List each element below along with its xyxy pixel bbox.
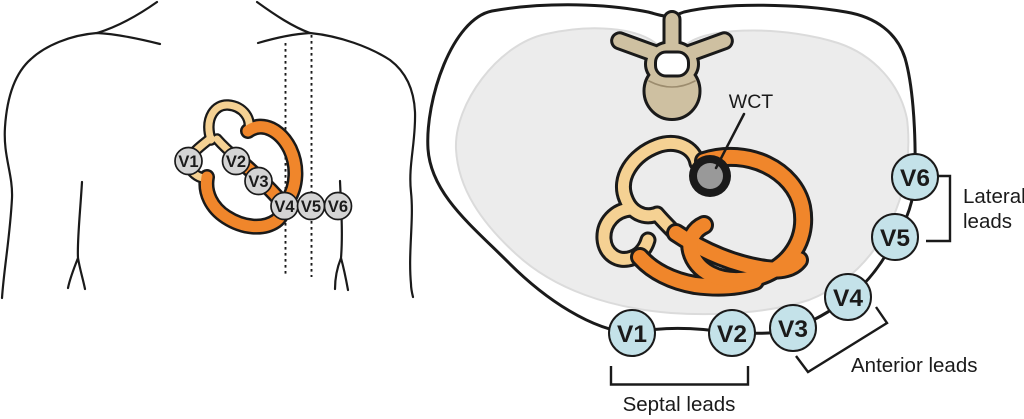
torso-view: V1 V2 V3 V4 V5 V6 — [0, 0, 417, 300]
torso-lead-v5-label: V5 — [301, 198, 321, 216]
cs-lead-v3: V3 — [769, 304, 817, 352]
septal-bracket — [609, 366, 750, 386]
torso-lead-v1: V1 — [174, 146, 203, 176]
cs-lead-v5-label: V5 — [880, 225, 910, 252]
vertebra-endplate-line — [648, 80, 696, 88]
cs-lead-v6: V6 — [891, 153, 939, 201]
torso-lead-v3-circle — [244, 166, 273, 196]
lead-group-annotations: Septal leads Anterior leads Lateral lead… — [609, 174, 1024, 416]
torso-neck-right-line — [255, 0, 312, 35]
heart-orange-big-loop — [683, 149, 811, 288]
septal-leads-label: Septal leads — [623, 393, 736, 416]
torso-lead-v4: V4 — [270, 191, 299, 221]
torso-lead-v4-label: V4 — [274, 198, 295, 216]
cs-lead-v6-label: V6 — [900, 165, 930, 192]
cs-lead-v5-circle — [871, 213, 919, 261]
anterior-bracket — [795, 306, 889, 374]
anterior-leads-label: Anterior leads — [851, 354, 977, 377]
lateral-bracket — [926, 174, 952, 243]
cs-lead-v2-label: V2 — [717, 321, 747, 348]
torso-lead-v6-circle — [323, 191, 353, 221]
cross-section-heart — [595, 134, 814, 297]
torso-shoulder-arm-right-line — [256, 31, 417, 299]
wct-callout-line — [714, 112, 746, 170]
cs-lead-v2-circle — [708, 309, 756, 357]
torso-lead-v1-label: V1 — [178, 153, 198, 171]
torso-neck-left-line — [95, 0, 159, 35]
cs-lead-v3-circle — [769, 304, 817, 352]
torso-lead-v6: V6 — [323, 191, 353, 221]
torso-heart-cream-arch — [205, 101, 253, 144]
torso-outline — [0, 0, 417, 300]
torso-lead-v5: V5 — [296, 191, 326, 221]
wct-marker: WCT — [689, 91, 773, 197]
vertebra — [610, 10, 734, 121]
cs-lead-v5: V5 — [871, 213, 919, 261]
cs-lead-v4-circle — [824, 273, 872, 321]
cs-lead-v1: V1 — [608, 309, 656, 357]
torso-lead-v2: V2 — [221, 146, 251, 176]
torso-lead-markers: V1 V2 V3 V4 V5 V6 — [174, 146, 353, 221]
torso-lead-v1-circle — [174, 146, 203, 176]
wct-inner-dot — [697, 163, 723, 189]
cs-lead-v4: V4 — [824, 273, 872, 321]
torso-lead-v6-label: V6 — [328, 198, 348, 216]
torso-lead-v3: V3 — [244, 166, 273, 196]
vertebral-foramen — [654, 50, 690, 78]
cs-lead-v2: V2 — [708, 309, 756, 357]
lateral-leads-label-line2: leads — [963, 210, 1012, 233]
torso-lead-v2-circle — [221, 146, 251, 176]
wct-label: WCT — [729, 91, 773, 113]
cross-section-view: WCT V1 V2 V3 V4 V5 — [426, 3, 1024, 416]
torso-shoulder-arm-left-line — [0, 31, 162, 300]
cs-lead-v1-label: V1 — [617, 321, 647, 348]
heart-orange-tubes — [633, 149, 811, 294]
torso-lead-v3-label: V3 — [248, 173, 268, 191]
torso-lead-v2-label: V2 — [226, 153, 246, 171]
heart-cream-big-arch — [618, 137, 703, 222]
vertebra-body — [645, 64, 699, 118]
torso-left-side-inner-line — [66, 180, 87, 291]
lateral-leads-label-line1: Lateral — [963, 185, 1024, 208]
cs-lead-v4-label: V4 — [833, 285, 863, 312]
cs-lead-v3-label: V3 — [778, 316, 808, 343]
cs-lead-v1-circle — [608, 309, 656, 357]
